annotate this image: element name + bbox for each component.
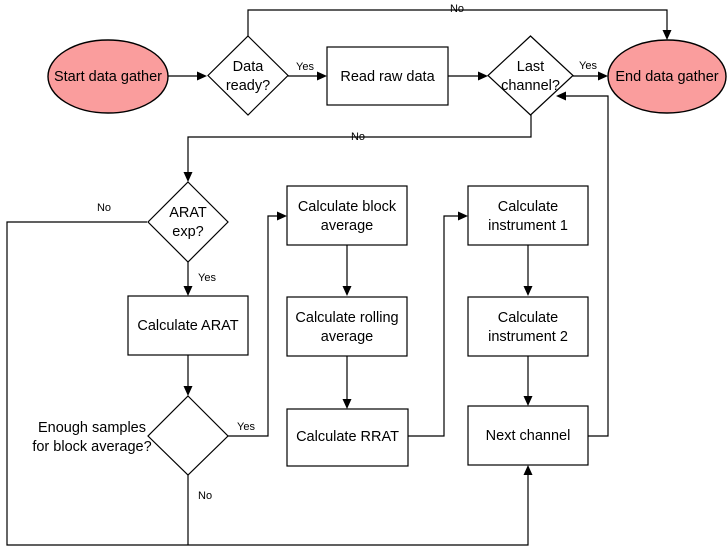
node-calculate-arat[interactable]: Calculate ARAT (127, 295, 249, 356)
node-last-channel-label-line2: channel? (501, 78, 560, 94)
node-calculate-block-average[interactable]: Calculate block average (286, 185, 408, 246)
node-calculate-instrument-2-label-line2: instrument 2 (488, 329, 568, 345)
node-end-data-gather[interactable]: End data gather (607, 39, 727, 114)
node-data-ready-label-line2: ready? (226, 78, 270, 94)
edge-label-enough-samples-yes: Yes (237, 421, 255, 433)
node-calculate-block-average-label-line2: average (321, 218, 373, 234)
node-calculate-instrument-1-label-line1: Calculate (498, 199, 558, 215)
edge-read-raw-to-last-channel (448, 71, 488, 81)
node-read-raw-data[interactable]: Read raw data (326, 46, 449, 106)
node-arat-exp-label-line1: ARAT (169, 205, 207, 221)
edge-next-channel-to-last-channel (556, 91, 609, 437)
node-data-ready-label-line1: Data (233, 59, 265, 75)
node-calculate-instrument-1-label-line2: instrument 1 (488, 218, 568, 234)
edge-calc-rolling-to-calc-rrat (342, 356, 352, 409)
edge-calc-block-to-calc-rolling (342, 245, 352, 296)
node-data-ready-decision[interactable]: Data ready? (207, 35, 289, 116)
node-next-channel[interactable]: Next channel (467, 405, 589, 466)
node-start-data-gather[interactable]: Start data gather (47, 39, 169, 114)
node-calculate-rrat-label: Calculate RRAT (296, 429, 399, 445)
node-start-label: Start data gather (54, 69, 162, 85)
node-read-raw-data-label: Read raw data (340, 69, 435, 85)
node-calculate-instrument-1[interactable]: Calculate instrument 1 (467, 185, 589, 246)
edge-arat-exp-no-to-next-channel (6, 221, 533, 546)
node-calculate-block-average-label-line1: Calculate block (298, 199, 397, 215)
edge-label-last-channel-yes: Yes (579, 60, 597, 72)
node-enough-samples-decision[interactable]: Enough samples for block average? (32, 395, 229, 476)
node-next-channel-label: Next channel (486, 428, 571, 444)
edge-start-to-data-ready (168, 71, 207, 81)
edge-label-arat-exp-yes: Yes (198, 272, 216, 284)
edge-label-enough-samples-no: No (198, 490, 212, 502)
edge-label-last-channel-no: No (351, 131, 365, 143)
node-calculate-rolling-average[interactable]: Calculate rolling average (286, 296, 408, 357)
edge-last-channel-yes-to-end (573, 71, 608, 81)
node-calculate-instrument-2-label-line1: Calculate (498, 310, 558, 326)
node-calculate-rolling-average-label-line2: average (321, 329, 373, 345)
edge-label-arat-exp-no: No (97, 202, 111, 214)
node-calculate-instrument-2[interactable]: Calculate instrument 2 (467, 296, 589, 357)
node-enough-samples-label-line1: Enough samples (38, 420, 146, 436)
edge-data-ready-yes-to-read-raw (288, 71, 327, 81)
node-end-label: End data gather (615, 69, 718, 85)
node-calculate-arat-label: Calculate ARAT (137, 318, 238, 334)
edge-calc-instrument-1-to-2 (523, 245, 533, 296)
edge-arat-exp-yes-to-calc-arat (183, 262, 193, 296)
edge-calc-rrat-to-calc-instrument-1 (408, 211, 468, 437)
edge-calc-arat-to-enough-samples (183, 355, 193, 396)
edge-last-channel-no-to-arat-exp (183, 115, 532, 182)
node-last-channel-label-line1: Last (517, 59, 544, 75)
node-calculate-rrat[interactable]: Calculate RRAT (286, 408, 409, 467)
edge-data-ready-no-to-end (247, 9, 672, 40)
node-enough-samples-label-line2: for block average? (32, 439, 151, 455)
edge-label-data-ready-yes: Yes (296, 61, 314, 73)
node-arat-exp-label-line2: exp? (172, 224, 203, 240)
edge-enough-samples-yes-to-calc-block-average (228, 211, 287, 437)
node-arat-exp-decision[interactable]: ARAT exp? (147, 181, 229, 263)
node-calculate-rolling-average-label-line1: Calculate rolling (295, 310, 398, 326)
edge-label-data-ready-no: No (450, 3, 464, 15)
node-last-channel-decision[interactable]: Last channel? (487, 35, 574, 116)
edge-calc-instrument-2-to-next-channel (523, 356, 533, 406)
